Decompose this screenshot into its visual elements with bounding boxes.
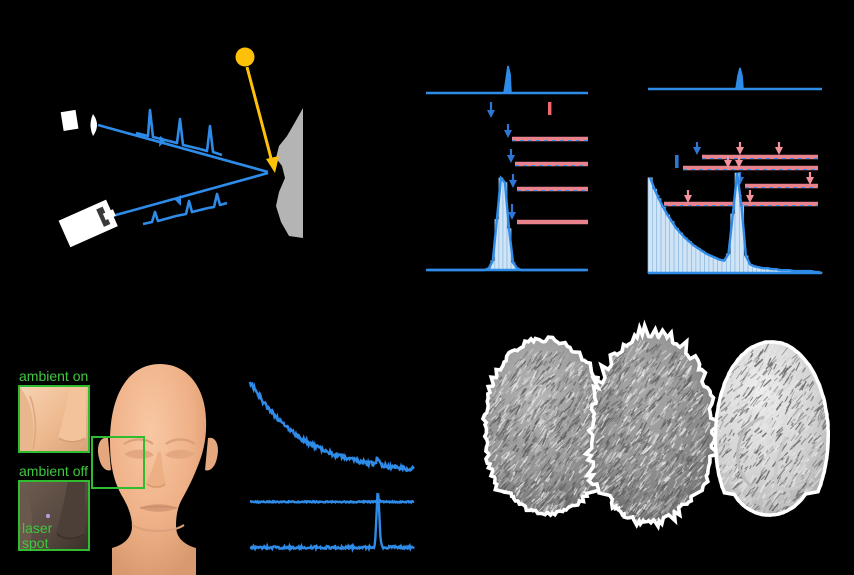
signal-photon-tick — [675, 155, 679, 168]
scene-svg: ambient on ambient off — [18, 364, 218, 575]
ambient-photon-arrow — [684, 190, 692, 203]
laser-spot-label-line1: laser — [22, 520, 53, 536]
legend-ambient-tick-low — [548, 102, 552, 115]
timing-row — [507, 149, 588, 167]
reconstructions-svg — [480, 319, 830, 531]
ambient-photon-arrow — [746, 190, 754, 203]
signal-photon-arrow — [504, 124, 512, 138]
recon-noisy-profile — [582, 319, 723, 531]
histogram-low-ambient — [426, 175, 588, 272]
collimating-lens — [90, 114, 97, 136]
signal-photon-arrow — [509, 174, 517, 188]
legend-signal-arrow-low — [487, 102, 495, 118]
trace-ambient-on — [248, 381, 415, 473]
timing-row — [736, 172, 818, 189]
inset-ambient-off-label: ambient off — [19, 463, 88, 479]
laser-spot-label-line2: spot — [22, 535, 49, 551]
return-pulse-train — [142, 192, 228, 226]
measured-histograms-svg — [248, 381, 415, 553]
ambient-photon-arrow — [736, 142, 744, 155]
recon-noisy-frontal — [480, 335, 616, 518]
panel-reconstructions — [434, 319, 854, 575]
signal-photon-arrow — [507, 149, 515, 163]
ambient-illumination-ray — [245, 66, 279, 173]
spad-sensor-chip — [96, 206, 111, 227]
inset-ambient-on-label: ambient on — [19, 368, 88, 384]
outgoing-pulse-train — [135, 108, 223, 157]
ambient-photon-arrow — [775, 142, 783, 155]
timing-row — [693, 142, 818, 160]
timing-row — [508, 204, 588, 225]
panel-measured-histograms — [236, 355, 431, 555]
timing-row — [509, 174, 588, 192]
spad-detector-box — [58, 199, 118, 248]
signal-photon-arrow — [508, 204, 516, 220]
region-of-interest-box — [91, 436, 145, 489]
panel-timing-low-ambient — [420, 60, 632, 290]
inset-ambient-on-frame — [18, 385, 90, 453]
returning-photon-beam — [104, 171, 269, 220]
sun-ambient-source — [235, 47, 255, 67]
emitted-pulse-trace-high — [648, 67, 822, 91]
inset-ambient-off-frame — [18, 480, 90, 551]
panel-scene: ambient on ambient off — [0, 320, 235, 575]
timing-row — [675, 155, 818, 171]
signal-photon-arrow — [693, 142, 701, 155]
trace-ambient-off — [249, 492, 415, 553]
detector-aperture — [102, 209, 116, 221]
laser-spot-dot — [45, 513, 51, 519]
schematic-svg — [58, 47, 303, 248]
ambient-photon-arrow — [735, 156, 743, 168]
laser-source-box — [60, 109, 79, 131]
trace-baseline — [249, 497, 415, 505]
histogram-high-ambient — [647, 172, 823, 275]
panel-timing-high-ambient — [640, 60, 854, 290]
timing-row — [504, 124, 588, 142]
target-surface — [276, 108, 303, 238]
panel-schematic — [0, 0, 427, 290]
timing-high-svg — [647, 67, 823, 275]
ambient-photon-arrow — [806, 172, 814, 185]
timing-low-svg — [426, 65, 588, 272]
emitted-pulse-trace-low — [426, 65, 588, 95]
mannequin-head — [98, 364, 218, 575]
recon-clean-profile — [713, 340, 830, 518]
timing-rows-low — [504, 124, 588, 225]
outgoing-laser-beam — [97, 123, 269, 174]
inset-ambient-off: ambient off laser spot — [18, 463, 90, 551]
ambient-photon-arrow — [724, 156, 732, 168]
inset-ambient-on: ambient on — [18, 368, 90, 453]
